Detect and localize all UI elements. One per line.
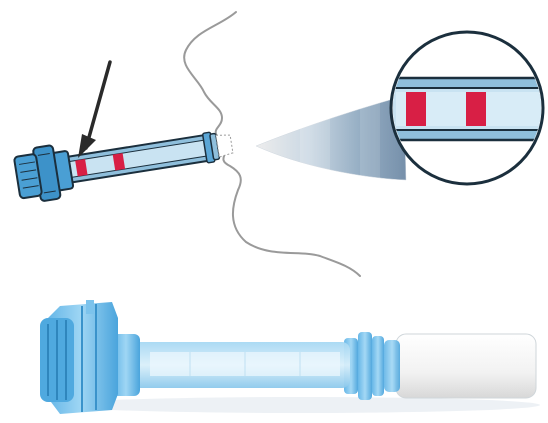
magnified-test-line-2 xyxy=(466,92,486,126)
magnifier-beam xyxy=(256,96,406,180)
magnified-test-line-1 xyxy=(406,92,426,126)
white-filter xyxy=(396,334,536,398)
breath-device-photo xyxy=(40,300,540,414)
indicator-arrow-icon xyxy=(78,62,110,158)
breath-device-illustration xyxy=(13,117,236,204)
